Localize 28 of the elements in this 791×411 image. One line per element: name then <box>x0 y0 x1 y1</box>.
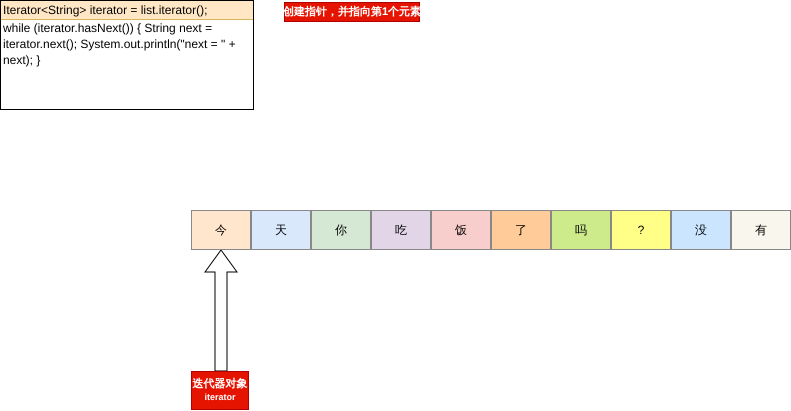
note-label <box>284 2 420 22</box>
array-cell <box>611 210 671 250</box>
cell-character: 今 <box>215 222 227 238</box>
cell-character: 没 <box>695 222 707 238</box>
array-cell <box>551 210 611 250</box>
array-cell <box>671 210 731 250</box>
array-cell <box>491 210 551 250</box>
array-cell <box>191 210 251 250</box>
cell-character: 饭 <box>455 222 467 238</box>
cell-character: 吃 <box>395 222 407 238</box>
array-cell <box>311 210 371 250</box>
label-text: 创建指针，并指向第1个元素 <box>282 6 422 18</box>
cell-character: 吗 <box>575 222 587 238</box>
code-text: while (iterator.hasNext()) { String next = iterator.next(); System.out.println("next = " + next); } <box>2 20 237 68</box>
code-box <box>0 0 254 110</box>
cell-character: 天 <box>275 222 287 238</box>
cell-character: 有 <box>755 222 767 238</box>
array-cell <box>251 210 311 250</box>
block-arrow <box>204 249 238 372</box>
array-cell <box>371 210 431 250</box>
array-cell <box>431 210 491 250</box>
label-text: 迭代器对象 <box>192 378 248 390</box>
cell-character: 你 <box>335 222 347 238</box>
label-text: iterator <box>204 390 236 404</box>
cell-character: 了 <box>515 222 527 238</box>
cell-character: ? <box>638 223 644 237</box>
array-cell <box>731 210 791 250</box>
iterator-label <box>191 371 249 410</box>
